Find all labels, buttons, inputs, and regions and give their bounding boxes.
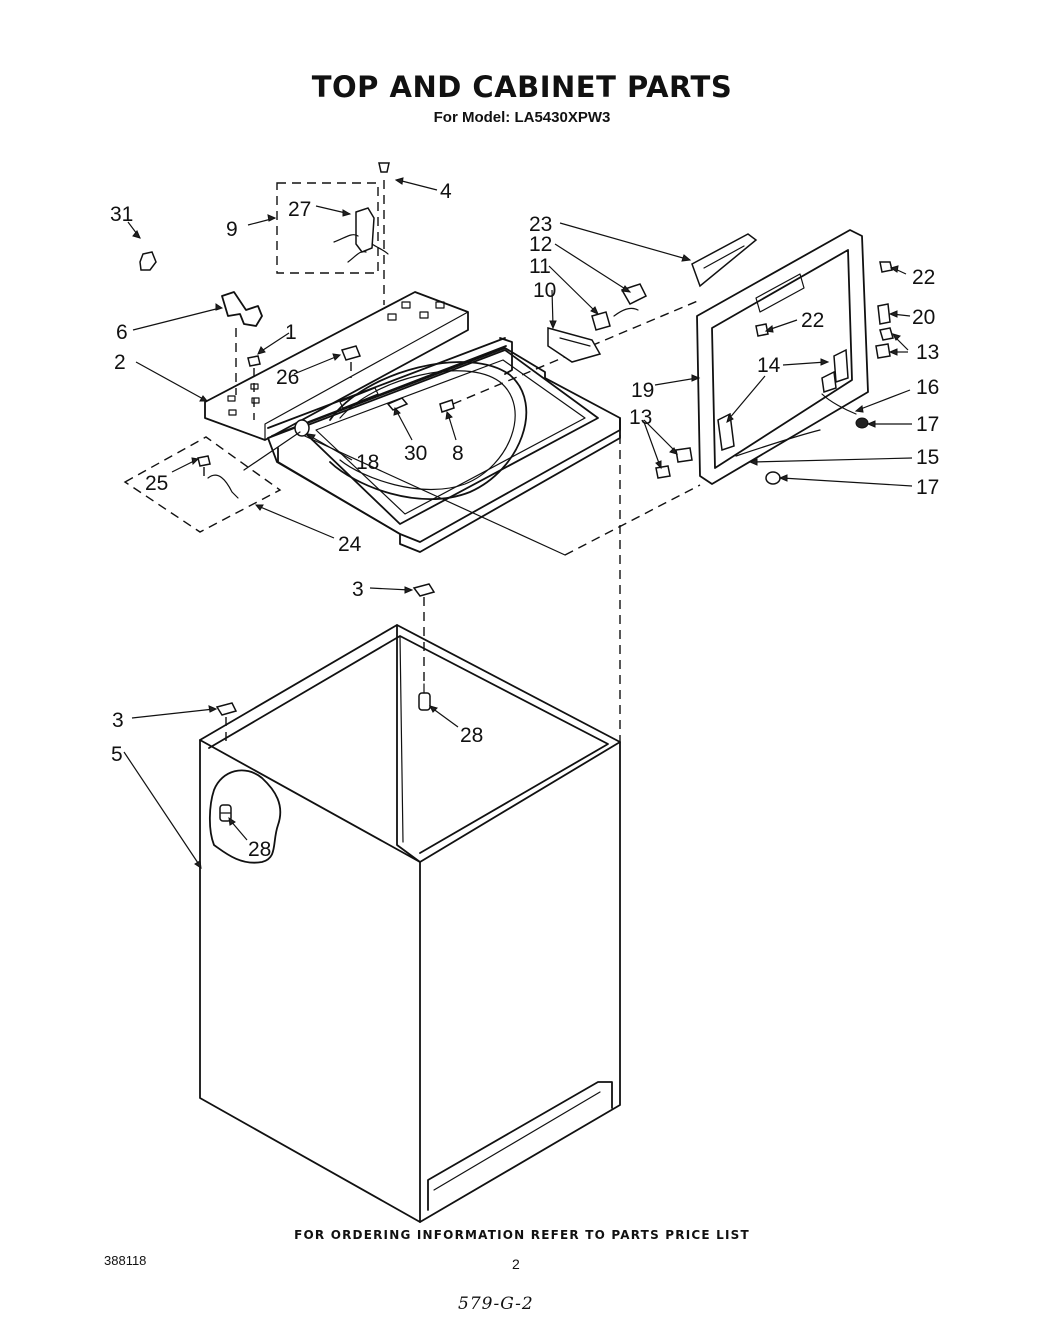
callout-10: 10 xyxy=(533,279,556,302)
lid-drawing xyxy=(655,229,894,485)
callout-19: 19 xyxy=(631,379,654,402)
callout-11: 11 xyxy=(529,255,551,278)
callout-17-lower: 17 xyxy=(916,476,939,499)
part-8 xyxy=(439,399,455,413)
document-number: 388118 xyxy=(104,1253,147,1268)
screw-28-rear xyxy=(418,683,431,711)
callout-3-front: 3 xyxy=(112,709,124,732)
callout-1: 1 xyxy=(285,321,297,344)
callout-12: 12 xyxy=(529,233,552,256)
callout-24: 24 xyxy=(338,533,362,556)
top-assembly-drawing xyxy=(123,162,701,556)
callout-9: 9 xyxy=(226,218,238,241)
handwritten-note: 579-G-2 xyxy=(458,1294,534,1314)
cabinet-drawing xyxy=(199,420,621,1223)
clip-3-front xyxy=(215,702,238,745)
callout-3-rear: 3 xyxy=(352,578,364,601)
model-subtitle: For Model: LA5430XPW3 xyxy=(433,109,611,126)
callout-6: 6 xyxy=(116,321,128,344)
callout-labels: 31 9 27 4 23 12 11 10 22 22 20 13 16 17 … xyxy=(110,180,939,861)
callout-16: 16 xyxy=(916,376,939,399)
callout-28-rear: 28 xyxy=(460,724,483,747)
callout-31: 31 xyxy=(110,203,133,226)
callout-18: 18 xyxy=(356,451,379,474)
part-11 xyxy=(591,311,611,331)
screw-28-left xyxy=(219,804,232,822)
part-25 xyxy=(197,431,301,499)
part-24-box xyxy=(123,436,282,533)
callout-27: 27 xyxy=(288,198,311,221)
callout-13-left: 13 xyxy=(629,406,652,429)
part-9-box xyxy=(276,182,379,274)
callout-22-center: 22 xyxy=(801,309,824,332)
part-26 xyxy=(340,345,362,378)
part-23 xyxy=(691,233,758,288)
part-30 xyxy=(386,397,409,411)
callout-14: 14 xyxy=(757,354,781,377)
callout-5: 5 xyxy=(111,743,123,766)
callout-30: 30 xyxy=(404,442,427,465)
callout-2: 2 xyxy=(114,351,126,374)
callout-25: 25 xyxy=(145,472,168,495)
callout-13-right: 13 xyxy=(916,341,939,364)
callout-23: 23 xyxy=(529,213,552,236)
page-number: 2 xyxy=(512,1256,520,1272)
part-10 xyxy=(547,327,602,363)
part-12 xyxy=(613,283,648,317)
callout-17-upper: 17 xyxy=(916,413,939,436)
leader-lines xyxy=(123,177,913,870)
part-1 xyxy=(247,355,261,420)
page-title: TOP AND CABINET PARTS xyxy=(311,70,733,104)
ordering-info-note: FOR ORDERING INFORMATION REFER TO PARTS … xyxy=(294,1228,750,1242)
callout-8: 8 xyxy=(452,442,464,465)
part-31 xyxy=(139,251,157,271)
callout-22-right: 22 xyxy=(912,266,935,289)
callout-4: 4 xyxy=(440,180,452,203)
part-6 xyxy=(221,291,263,395)
callout-20: 20 xyxy=(912,306,935,329)
part-27 xyxy=(333,207,389,263)
clip-3-rear xyxy=(412,583,436,682)
callout-26: 26 xyxy=(276,366,299,389)
callout-28-front: 28 xyxy=(248,838,271,861)
callout-15: 15 xyxy=(916,446,939,469)
